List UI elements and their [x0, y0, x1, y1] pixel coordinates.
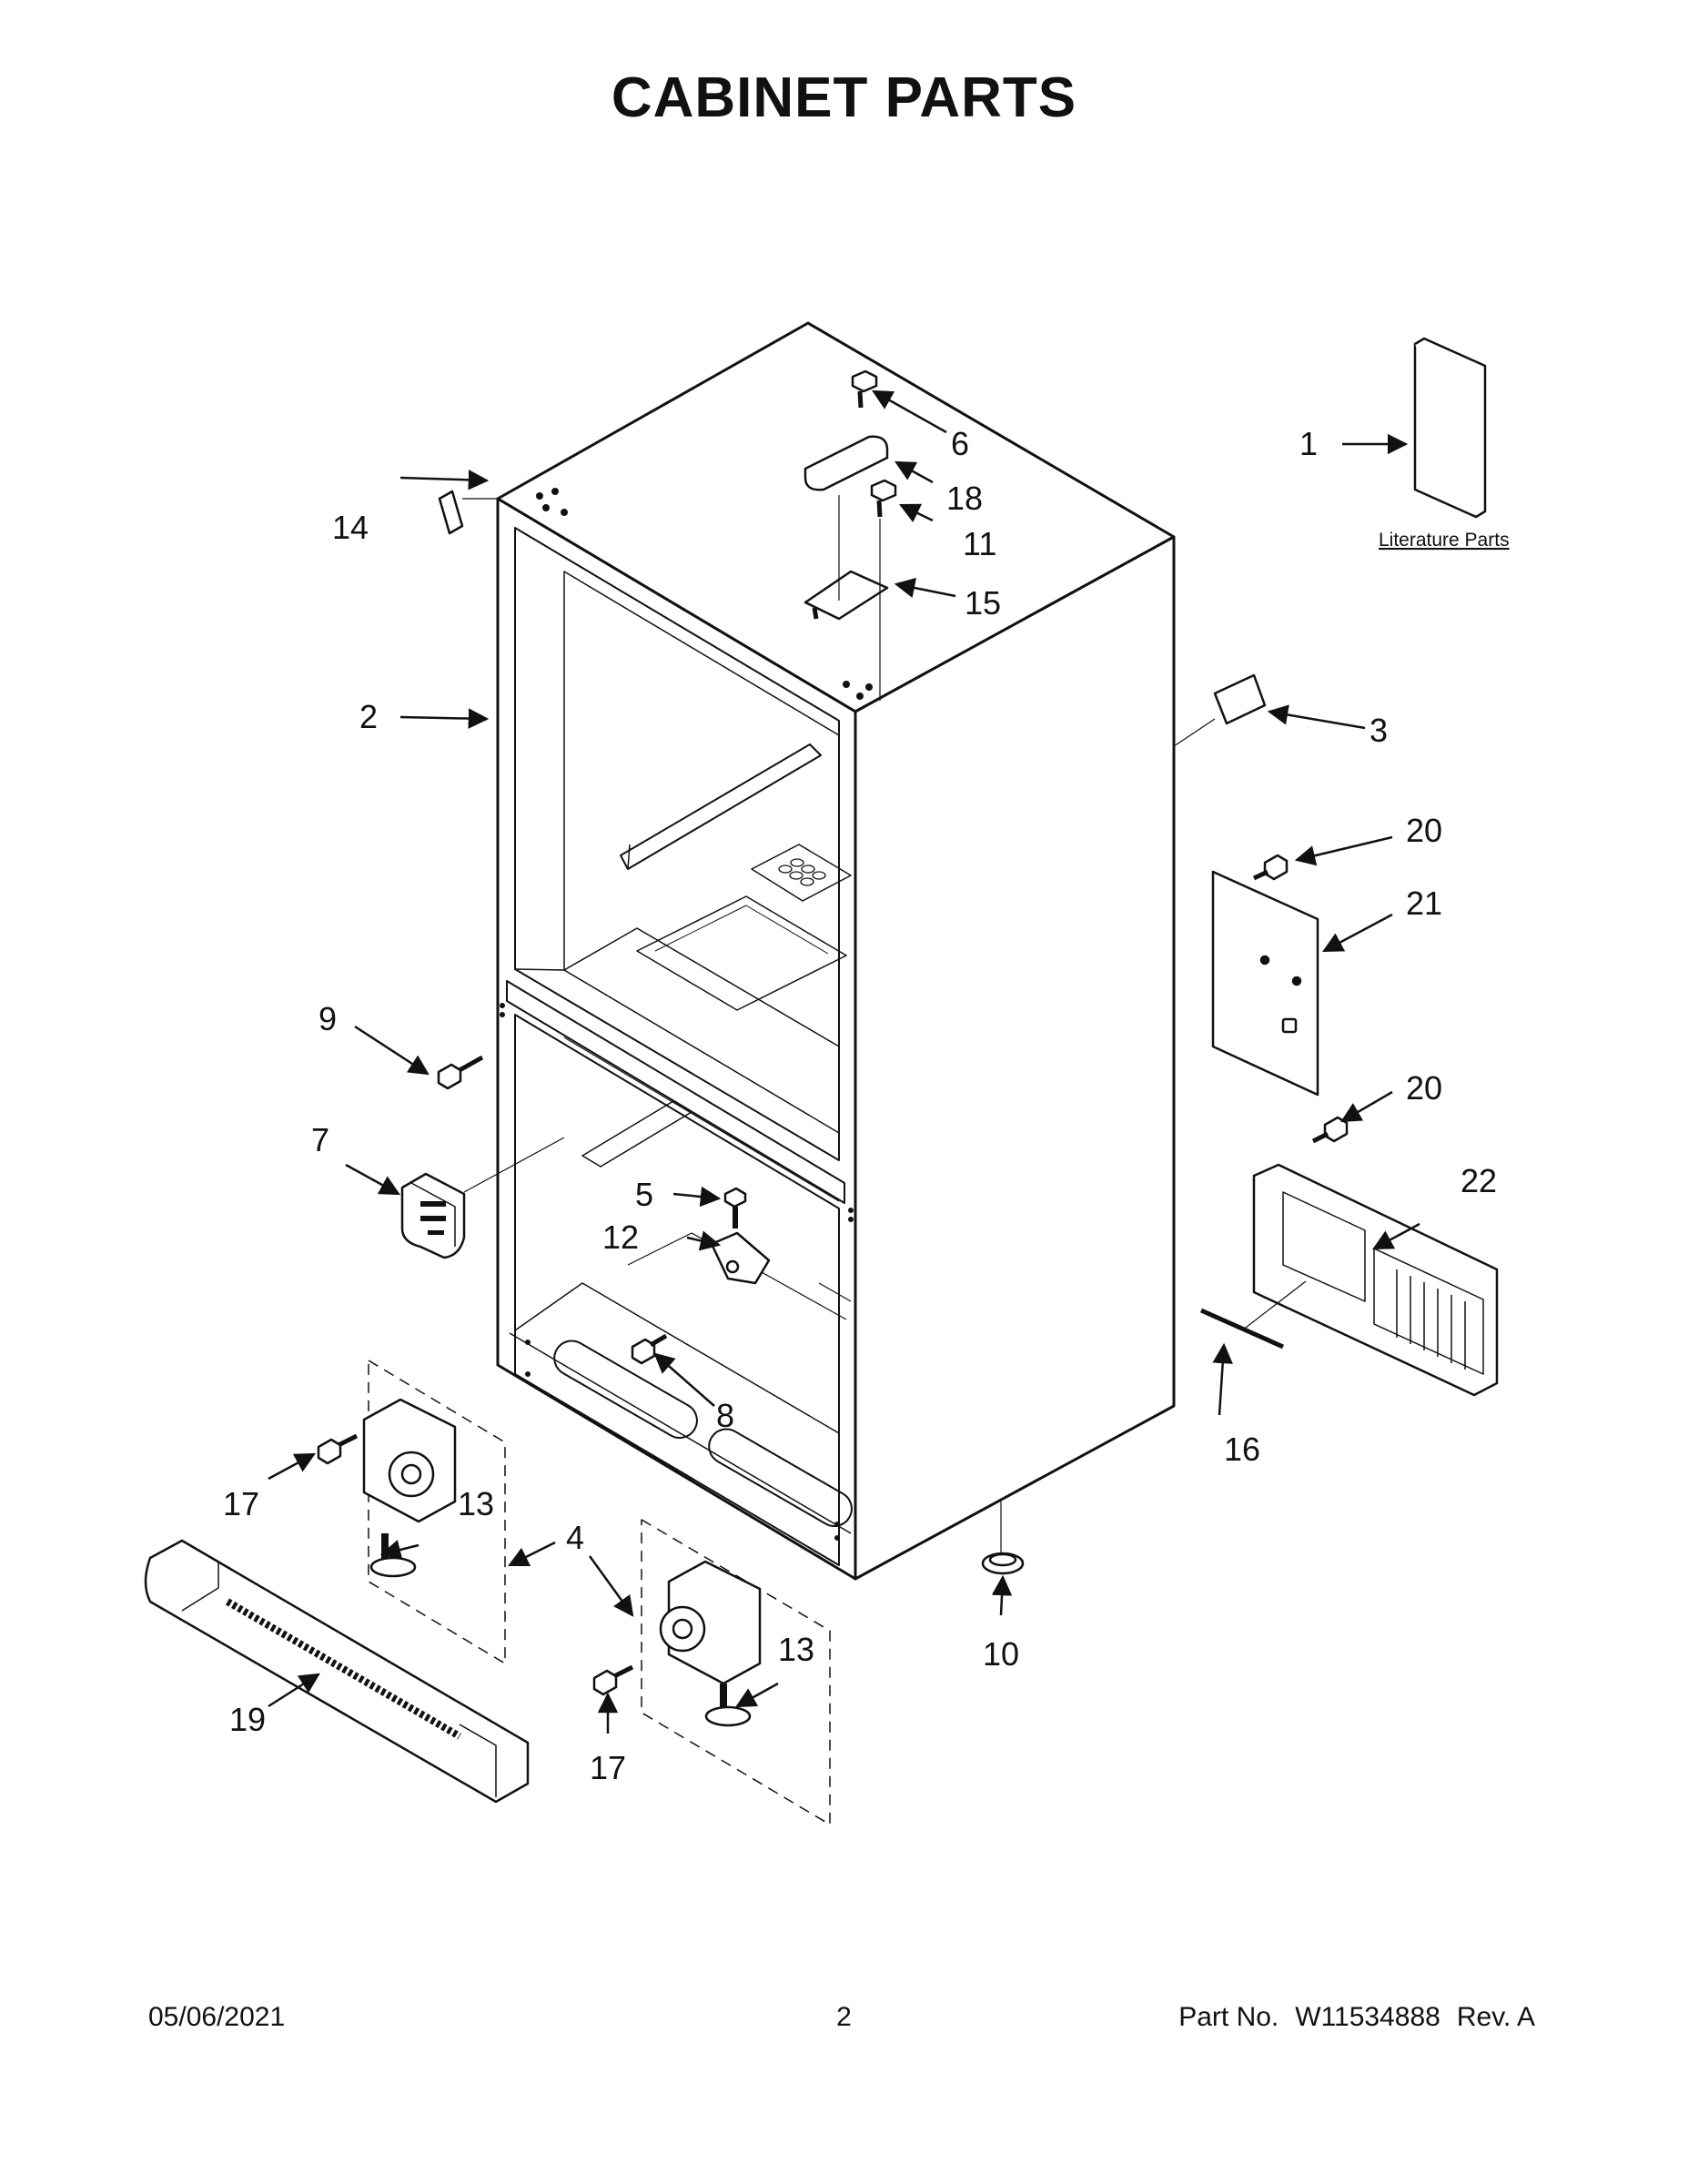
callout-10: 10: [983, 1635, 1019, 1673]
callout-6: 6: [951, 425, 969, 462]
literature-book: [1413, 337, 1487, 519]
callout-13b: 13: [778, 1631, 814, 1668]
hinge-bolt-part: [870, 479, 897, 518]
hinge-screw-part: [851, 369, 878, 409]
callout-20a: 20: [1406, 812, 1442, 849]
footer-page-number: 2: [836, 2002, 852, 2032]
callout-12: 12: [602, 1218, 639, 1256]
screw-part-17a: [317, 1433, 359, 1465]
cabinet-illustration: [496, 321, 1176, 1581]
callout-15: 15: [965, 584, 1001, 622]
callout-17a: 17: [223, 1485, 259, 1522]
foot-plug-part: [981, 1552, 1025, 1575]
control-module-part: [400, 1172, 466, 1259]
callout-16: 16: [1224, 1431, 1260, 1468]
label-part: [1213, 673, 1267, 725]
callout-3: 3: [1370, 712, 1388, 749]
hinge-cover-part: [804, 435, 889, 491]
screw-part-20a: [1252, 854, 1289, 881]
screw-part-17b: [592, 1664, 634, 1696]
lower-hinge-part: [710, 1231, 771, 1285]
page-title: CABINET PARTS: [611, 66, 1077, 129]
callout-7: 7: [311, 1121, 329, 1158]
callout-4: 4: [566, 1519, 584, 1556]
strip-part: [1199, 1308, 1285, 1350]
callout-1: 1: [1299, 425, 1318, 462]
callout-21: 21: [1406, 885, 1442, 922]
screw-part-9: [437, 1055, 484, 1090]
rear-cover-panel-part: [1211, 870, 1319, 1097]
parts-illustrations: [144, 337, 1499, 1825]
callout-14: 14: [332, 509, 369, 546]
footer-part-info: Part No. W11534888 Rev. A: [1162, 2002, 1535, 2033]
callout-9: 9: [318, 1000, 337, 1037]
roller-assembly-right: [659, 1560, 762, 1727]
hinge-pin-part: [723, 1187, 747, 1228]
roller-assembly-left: [362, 1398, 457, 1578]
callout-2: 2: [359, 698, 378, 735]
footer-part-number: W11534888: [1295, 2002, 1440, 2032]
top-hinge-part: [804, 570, 889, 621]
clip-part: [438, 490, 464, 535]
callout-11: 11: [963, 525, 996, 562]
callout-5: 5: [635, 1176, 653, 1213]
footer-date: 05/06/2021: [148, 2002, 286, 2032]
callout-13a: 13: [458, 1485, 494, 1522]
literature-parts-label: Literature Parts: [1379, 530, 1510, 551]
leader-arrows: [268, 389, 1420, 1734]
callout-19: 19: [229, 1701, 266, 1738]
callout-18: 18: [946, 480, 983, 517]
machine-compartment-cover-part: [1252, 1163, 1499, 1397]
callout-22: 22: [1461, 1162, 1497, 1199]
toe-grille-part: [144, 1539, 530, 1804]
callout-20b: 20: [1406, 1069, 1442, 1107]
callout-8: 8: [716, 1397, 734, 1434]
footer-revision: Rev. A: [1456, 2002, 1535, 2032]
screw-part-20b: [1311, 1116, 1349, 1144]
footer-part-label: Part No.: [1178, 2002, 1279, 2032]
callout-17b: 17: [590, 1749, 626, 1786]
